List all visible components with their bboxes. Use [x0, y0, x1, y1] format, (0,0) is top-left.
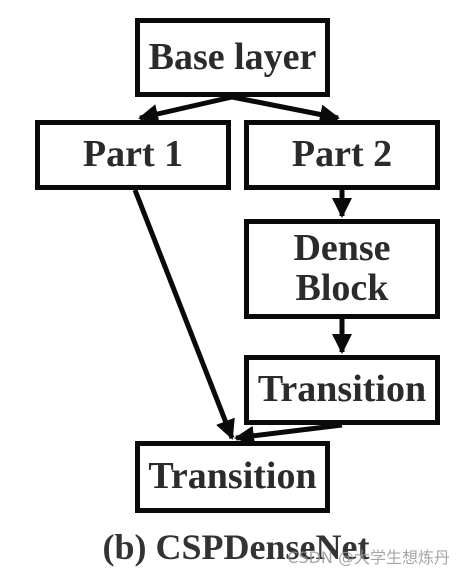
part2-node: Part 2	[244, 120, 440, 190]
base-layer-node: Base layer	[135, 18, 330, 97]
part2-label: Part 2	[291, 133, 393, 176]
transition-node-inner: Transition	[244, 355, 440, 425]
transition-inner-label: Transition	[257, 368, 427, 411]
base-layer-label: Base layer	[148, 35, 317, 78]
watermark-text: CSDN @大学生想炼丹	[287, 548, 450, 567]
transition-node-final: Transition	[135, 441, 330, 513]
arrow-transition-to-final-transition	[234, 422, 343, 446]
arrow-base-to-part2	[231, 94, 340, 125]
dense-block-node: Dense Block	[244, 219, 440, 319]
part1-label: Part 1	[82, 133, 184, 176]
figure-caption: (b) CSPDenseNet	[102, 527, 370, 567]
arrow-base-to-part1	[138, 94, 233, 124]
part1-node: Part 1	[35, 120, 231, 190]
arrow-part1-to-final-transition	[132, 189, 235, 440]
transition-final-label: Transition	[148, 455, 317, 498]
dense-block-label-line2: Block	[295, 267, 389, 309]
dense-block-label-line1: Dense	[293, 227, 391, 270]
